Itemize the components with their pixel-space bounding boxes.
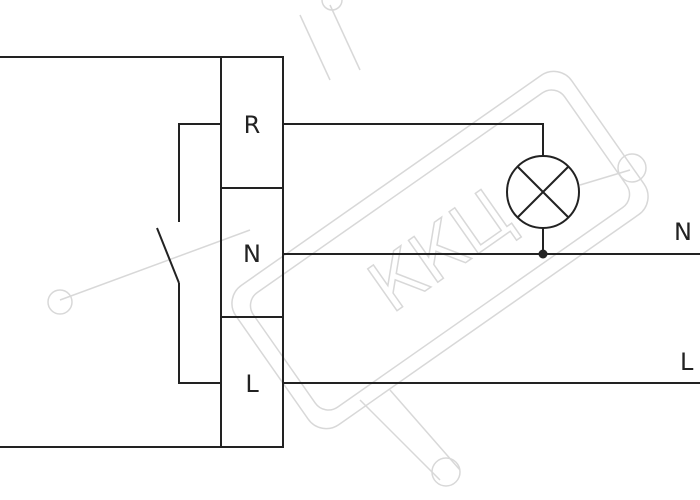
watermark-logo: ККЦ [47, 0, 649, 487]
terminal-l-label: L [245, 370, 259, 398]
wire-l-label: L [680, 348, 694, 376]
terminal-r-label: R [244, 111, 261, 139]
wire-r-to-lamp [283, 123, 544, 156]
wire-n-label: N [674, 218, 692, 246]
lamp-symbol [506, 155, 580, 229]
terminal-block [220, 56, 284, 448]
switch-contact [156, 123, 221, 384]
terminal-n-label: N [243, 240, 261, 268]
watermark-text: ККЦ [354, 173, 527, 328]
